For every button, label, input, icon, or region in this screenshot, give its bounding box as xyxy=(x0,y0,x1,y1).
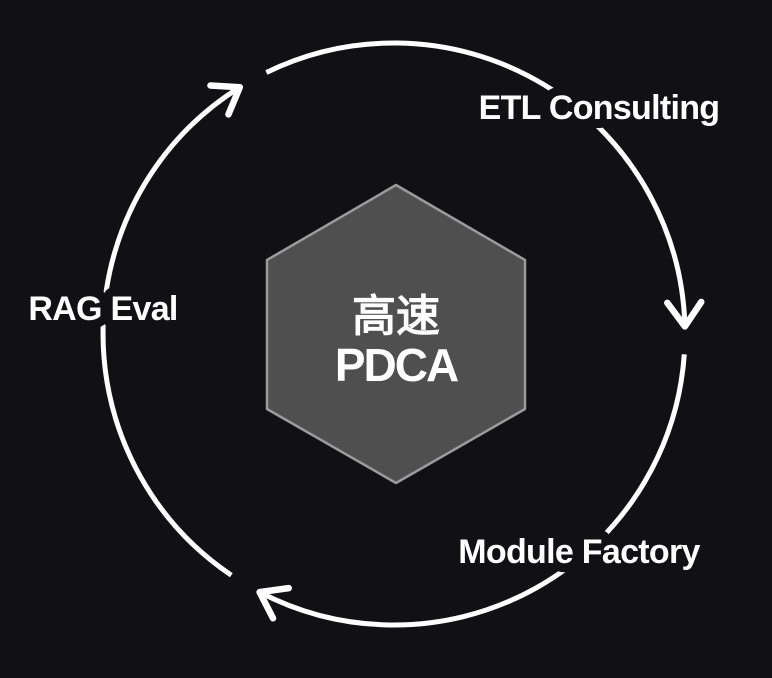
hexagon-core xyxy=(265,183,527,485)
cycle-arc-left-segment xyxy=(100,82,244,578)
center-label-line2: PDCA xyxy=(335,339,458,391)
label-module-factory: Module Factory xyxy=(458,533,700,571)
cycle-arc-top-segment xyxy=(265,40,705,330)
center-label-line1: 高速 xyxy=(352,292,440,341)
label-rag-eval: RAG Eval xyxy=(28,290,177,328)
label-etl-consulting: ETL Consulting xyxy=(479,89,720,127)
cycle-arc-bottom-segment xyxy=(256,354,687,628)
